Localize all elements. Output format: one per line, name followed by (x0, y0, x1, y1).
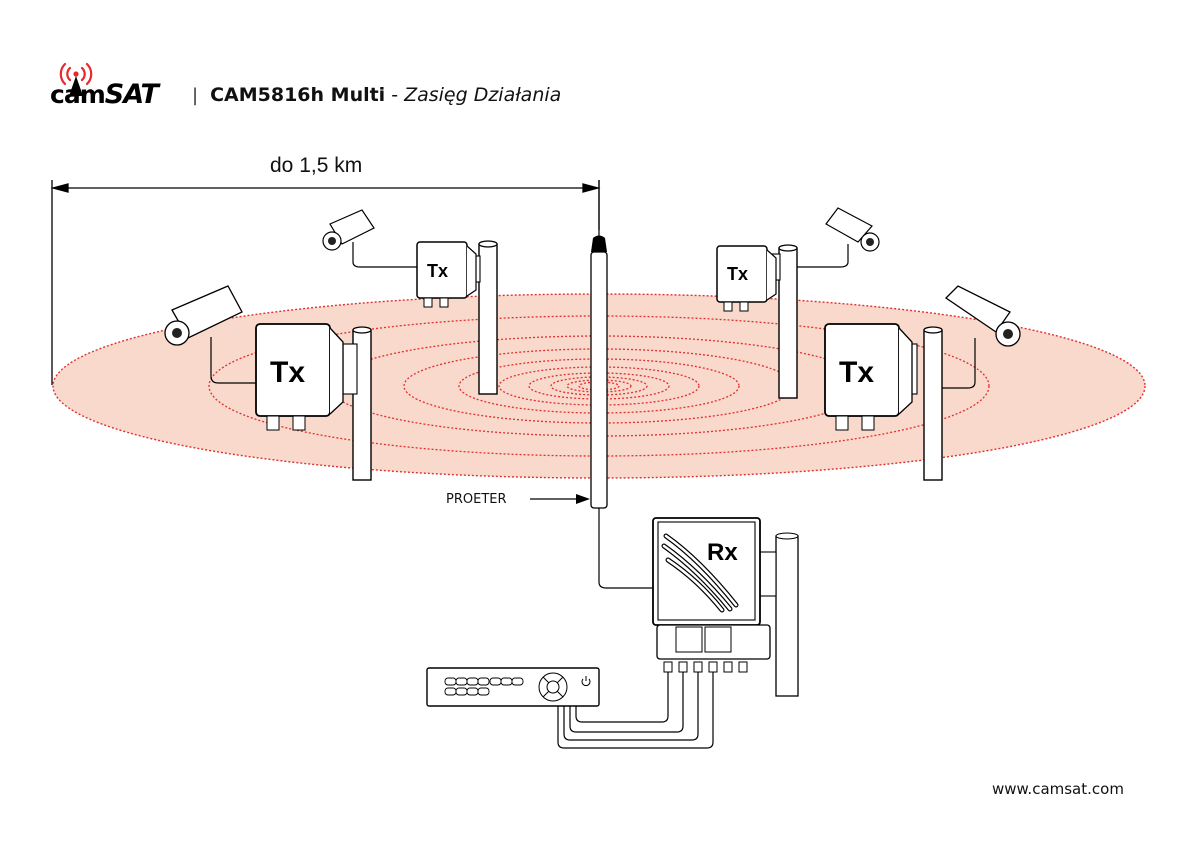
tx-label: Tx (270, 356, 305, 389)
proeter-arrow (530, 494, 590, 504)
camera-icon (944, 285, 1021, 347)
website-url[interactable]: www.camsat.com (992, 780, 1124, 798)
camera-icon (322, 209, 375, 251)
tx-unit-back-left: Tx (322, 209, 498, 395)
header: camSAT | CAM5816h Multi-Zasięg Działania (50, 52, 561, 112)
tx-label: Tx (839, 356, 874, 389)
page-title: CAM5816h Multi-Zasięg Działania (210, 84, 562, 106)
rx-label: Rx (707, 539, 738, 566)
proeter-antenna (590, 180, 653, 589)
page-subtitle: Zasięg Działania (404, 84, 562, 106)
video-cables (557, 672, 714, 749)
camera-icon (164, 285, 243, 346)
tx-unit-back-right: Tx (716, 207, 880, 399)
logo-wordmark: camSAT (50, 79, 159, 110)
tx-unit-front-left: Tx (164, 285, 372, 481)
tx-label: Tx (427, 261, 448, 281)
dvr-navigation-pad (538, 672, 568, 702)
header-separator: | (192, 85, 199, 106)
proeter-label: PROETER (446, 492, 507, 507)
dvr-recorder (426, 667, 600, 707)
tx-label: Tx (727, 264, 748, 284)
camera-icon (825, 207, 880, 252)
range-label: do 1,5 km (270, 154, 363, 177)
rx-receiver: Rx (652, 517, 799, 697)
power-icon (581, 676, 591, 687)
model-name: CAM5816h Multi (210, 84, 386, 106)
camsat-logo: camSAT (50, 56, 178, 112)
tx-unit-front-right: Tx (824, 285, 1021, 481)
antenna-signal-icon (59, 62, 93, 96)
